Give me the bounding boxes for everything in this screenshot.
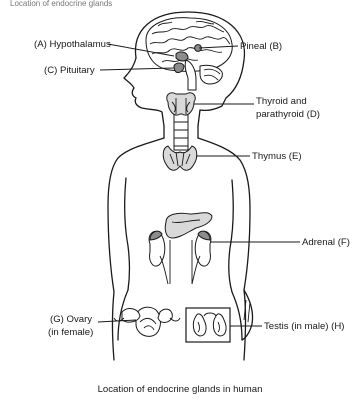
label-testis: Testis (in male) (H) <box>264 321 345 332</box>
brain <box>146 18 232 90</box>
label-thyroid-line2: parathyroid (D) <box>256 109 320 120</box>
thyroid-trachea <box>167 93 196 150</box>
thyroid-gland <box>167 93 196 115</box>
label-ovary-line2: (in female) <box>48 327 93 338</box>
label-thymus: Thymus (E) <box>252 151 302 162</box>
label-ovary-line1: (G) Ovary <box>50 314 92 325</box>
figure-caption: Location of endocrine glands in human <box>98 384 263 395</box>
leader-pituitary <box>100 68 174 70</box>
testis-right <box>213 314 226 336</box>
label-adrenal: Adrenal (F) <box>302 237 350 248</box>
label-thyroid-line1: Thyroid and <box>256 96 307 107</box>
header-fragment: Location of endocrine glands <box>10 0 112 8</box>
ovary <box>114 307 180 336</box>
kidneys-adrenal <box>149 231 211 284</box>
testis <box>186 308 230 342</box>
label-hypothalamus: (A) Hypothalamus <box>34 39 111 50</box>
label-pineal: Pineal (B) <box>240 41 282 52</box>
ovary-right <box>158 309 172 322</box>
testis-left <box>193 314 206 336</box>
uterus <box>136 307 161 336</box>
label-pituitary: (C) Pituitary <box>44 65 95 76</box>
